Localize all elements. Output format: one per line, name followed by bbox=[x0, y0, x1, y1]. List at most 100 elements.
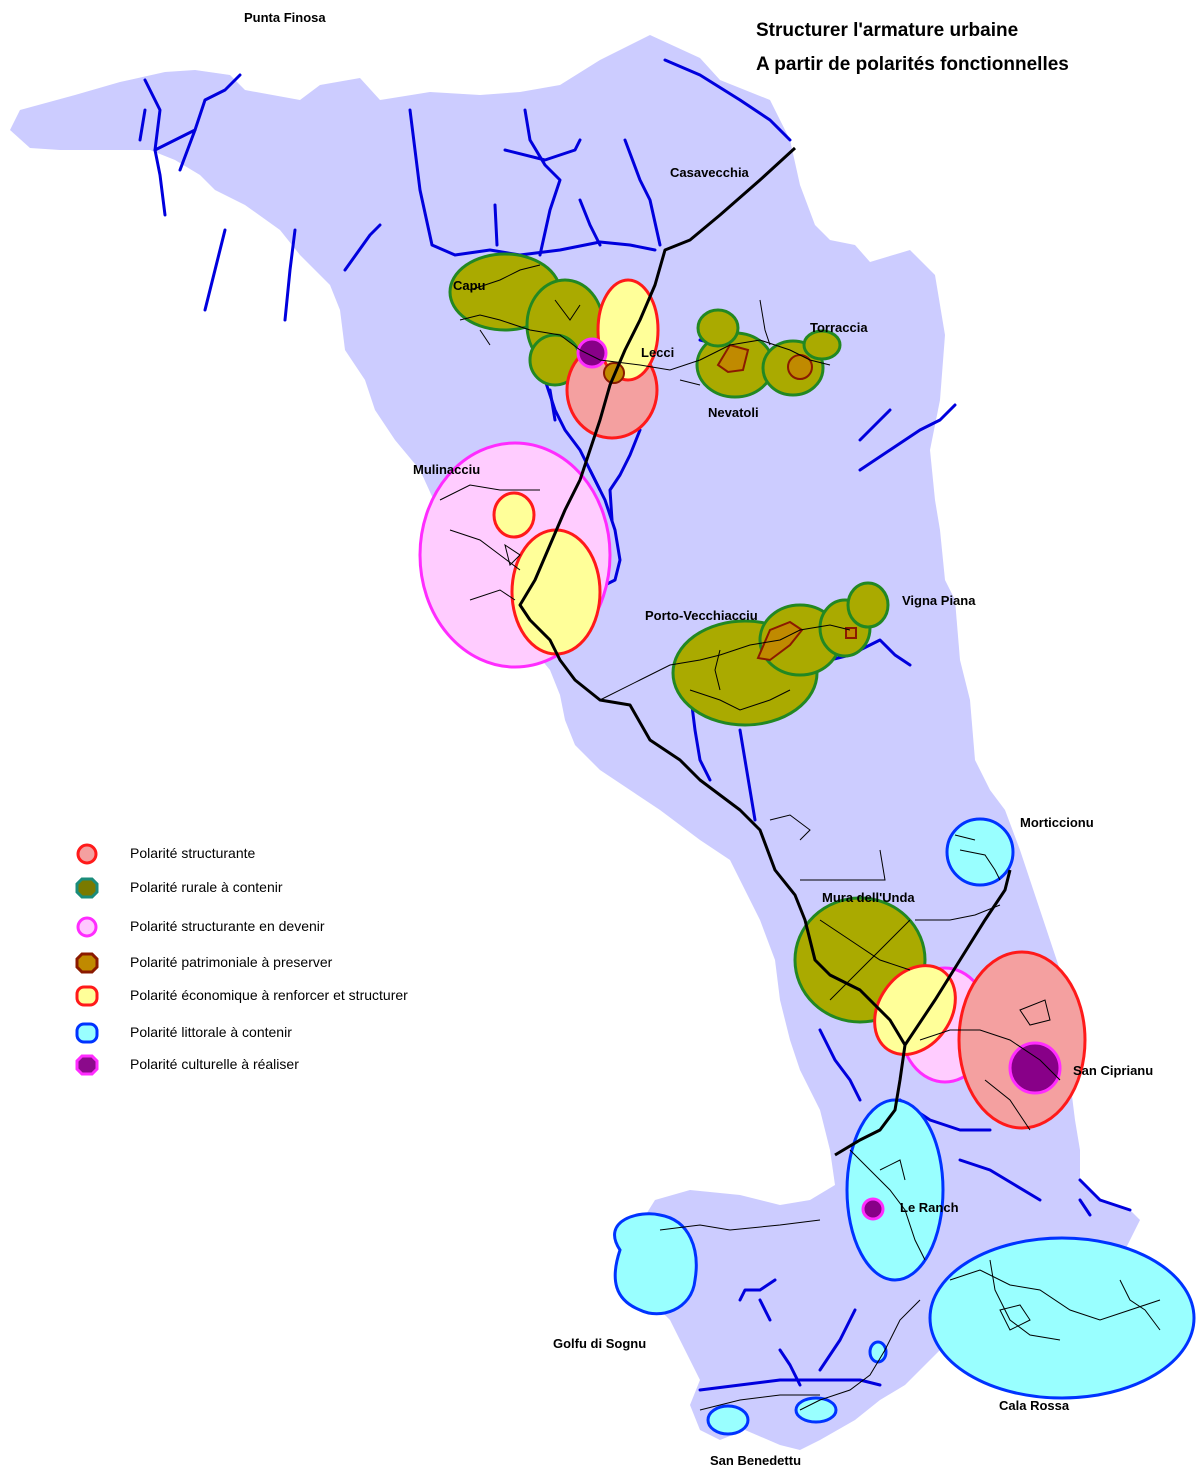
polarite-patrimoniale-nevatoli bbox=[716, 343, 750, 374]
legend-symbol-octagon bbox=[75, 1054, 99, 1076]
minor-road bbox=[829, 919, 911, 1001]
river bbox=[578, 198, 602, 247]
place-label-san-benedettu: San Benedettu bbox=[710, 1453, 802, 1468]
river bbox=[493, 203, 499, 247]
place-label-mura-dell-unda: Mura dell'Unda bbox=[822, 890, 915, 905]
polarite-littorale-cala-rossa bbox=[928, 1236, 1196, 1400]
place-label-morticcionu: Morticcionu bbox=[1020, 815, 1094, 830]
polarite-patrimoniale-torraccia bbox=[787, 354, 813, 380]
minor-road bbox=[659, 1219, 821, 1231]
legend-symbol-rounded bbox=[75, 1022, 99, 1044]
minor-road bbox=[1019, 999, 1051, 1026]
river bbox=[663, 58, 792, 142]
polarite-patrimoniale-vigna-piana bbox=[845, 627, 857, 639]
polarite-economique-mulinacciu bbox=[510, 528, 602, 656]
minor-road bbox=[915, 904, 1001, 921]
legend-label: Polarité patrimoniale à preserver bbox=[130, 954, 333, 970]
legend-symbol-circle bbox=[76, 843, 98, 865]
polarite-littorale-san-benedettu-2 bbox=[794, 1396, 838, 1424]
polarite-culturelle-lecci bbox=[576, 337, 608, 369]
minor-road bbox=[954, 834, 976, 841]
river bbox=[958, 1158, 1042, 1202]
minor-road bbox=[469, 589, 516, 601]
main-road bbox=[518, 146, 907, 1157]
river bbox=[1078, 1198, 1092, 1217]
legend-swatch bbox=[76, 843, 98, 865]
place-label-le-ranch: Le Ranch bbox=[900, 1200, 959, 1215]
legend-symbol-octagon bbox=[75, 877, 99, 899]
polarite-culturelle-le-ranch bbox=[861, 1197, 885, 1221]
river bbox=[523, 108, 562, 257]
legend-symbol-rounded bbox=[75, 985, 99, 1007]
river bbox=[818, 1308, 857, 1372]
minor-road bbox=[504, 543, 521, 566]
minor-road bbox=[989, 1259, 1061, 1341]
legend-swatch bbox=[75, 952, 99, 974]
legend-symbol-octagon bbox=[75, 952, 99, 974]
river bbox=[623, 138, 662, 247]
minor-road bbox=[769, 814, 811, 841]
legend-label: Polarité économique à renforcer et struc… bbox=[130, 987, 408, 1003]
place-label-casavecchia: Casavecchia bbox=[670, 165, 749, 180]
polarite-littorale-san-benedettu bbox=[706, 1404, 750, 1436]
minor-road bbox=[759, 299, 771, 346]
legend-label: Polarité rurale à contenir bbox=[130, 879, 283, 895]
minor-road bbox=[689, 689, 791, 711]
minor-road bbox=[479, 329, 491, 346]
river bbox=[818, 1028, 862, 1102]
place-label-punta-finosa: Punta Finosa bbox=[244, 10, 326, 25]
polarite-economique-lecci bbox=[596, 278, 660, 382]
river bbox=[178, 128, 197, 172]
river bbox=[858, 638, 912, 667]
river bbox=[343, 223, 382, 272]
minor-road bbox=[800, 849, 886, 881]
place-label-lecci: Lecci bbox=[641, 345, 675, 360]
river bbox=[548, 388, 557, 422]
river bbox=[858, 403, 957, 472]
river bbox=[698, 1378, 882, 1392]
place-label-nevatoli: Nevatoli bbox=[708, 405, 759, 420]
river bbox=[138, 108, 147, 142]
place-label-cala-rossa: Cala Rossa bbox=[999, 1398, 1070, 1413]
minor-road bbox=[1119, 1279, 1161, 1331]
minor-road bbox=[679, 379, 701, 386]
polarite-economique-san-ciprianu bbox=[873, 964, 957, 1056]
legend-label: Polarité structurante bbox=[130, 845, 256, 861]
minor-road bbox=[999, 1304, 1031, 1331]
polarity-zones bbox=[418, 252, 1196, 1436]
minor-road bbox=[554, 299, 581, 321]
minor-road bbox=[439, 484, 540, 501]
river bbox=[153, 73, 242, 152]
minor-road bbox=[819, 919, 911, 971]
place-label-mulinacciu: Mulinacciu bbox=[413, 462, 481, 477]
place-label-vigna-piana: Vigna Piana bbox=[902, 593, 976, 608]
river bbox=[738, 1278, 777, 1302]
minor-road bbox=[449, 529, 521, 571]
river bbox=[758, 1298, 772, 1322]
river bbox=[858, 408, 892, 442]
map-title-line-1: Structurer l'armature urbaine bbox=[756, 20, 1019, 41]
minor-road bbox=[849, 1149, 926, 1261]
river bbox=[608, 428, 642, 522]
river bbox=[408, 108, 657, 257]
minor-road bbox=[919, 1029, 1061, 1081]
river bbox=[503, 138, 582, 162]
minor-road bbox=[714, 649, 721, 691]
polarite-rurale-vigna-piana-2 bbox=[846, 581, 890, 629]
river bbox=[588, 468, 622, 592]
place-label-capu: Capu bbox=[453, 278, 486, 293]
legend-swatch bbox=[75, 1054, 99, 1076]
map-title-line-2: A partir de polarités fonctionnelles bbox=[756, 54, 1069, 75]
legend-symbol-circle bbox=[76, 916, 98, 938]
minor-road bbox=[984, 1079, 1031, 1131]
place-label-porto-vecchiacciu: Porto-Vecchiacciu bbox=[645, 608, 758, 623]
minor-road bbox=[879, 1159, 906, 1181]
polarite-littorale-le-ranch bbox=[845, 1098, 945, 1282]
river bbox=[203, 228, 227, 312]
minor-road bbox=[959, 849, 1001, 881]
place-label-golfu-di-sognu: Golfu di Sognu bbox=[553, 1336, 647, 1351]
legend-swatch bbox=[75, 985, 99, 1007]
rivers bbox=[138, 58, 1132, 1392]
minor-roads bbox=[439, 264, 1161, 1411]
